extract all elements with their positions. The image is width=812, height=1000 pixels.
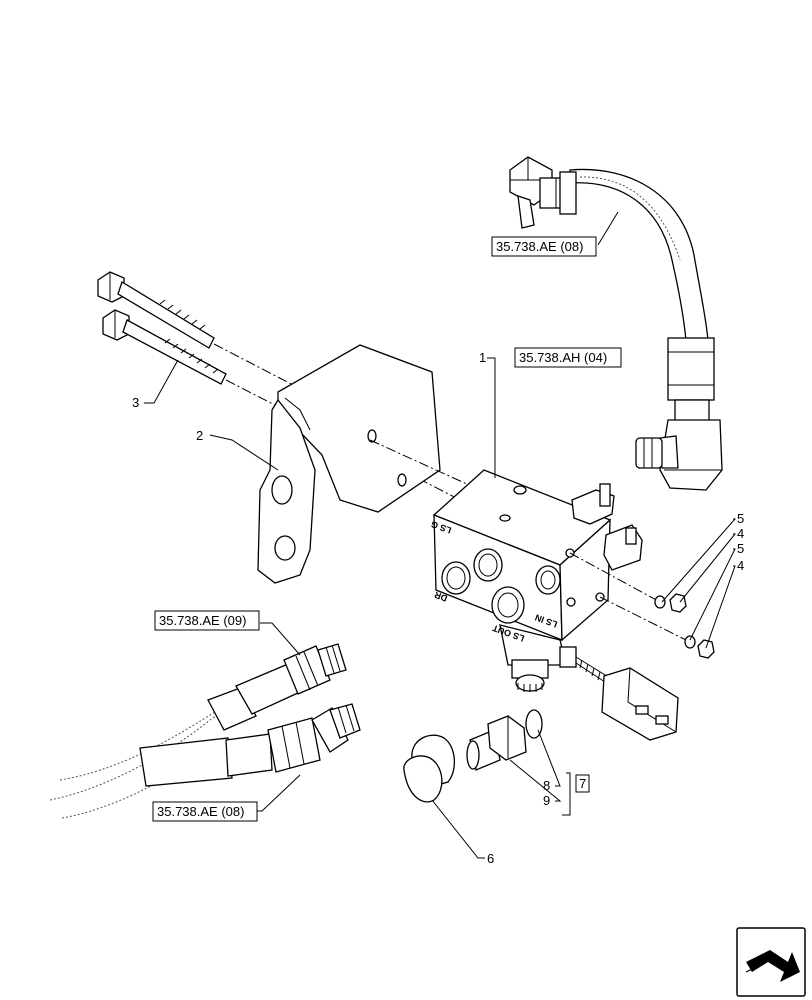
- ref-ae08-bottom-text: 35.738.AE (08): [157, 804, 244, 819]
- ref-kit-7-text: 7: [579, 776, 586, 791]
- marking-dr: DR: [433, 590, 449, 604]
- ref-box-ae08-top[interactable]: 35.738.AE (08): [491, 236, 597, 257]
- navigation-arrow-icon[interactable]: [736, 927, 806, 997]
- callout-9: 9: [543, 793, 550, 808]
- ref-ah04-text: 35.738.AH (04): [519, 350, 607, 365]
- ref-box-ae08-bottom[interactable]: 35.738.AE (08): [152, 801, 258, 822]
- callouts: 1 2 3 5 4 5 4 6 8 9: [132, 350, 744, 866]
- ref-ae08-top-text: 35.738.AE (08): [496, 239, 583, 254]
- callout-4b: 4: [737, 558, 744, 573]
- upper-hose-assembly: [509, 156, 723, 491]
- callout-8: 8: [543, 778, 550, 793]
- lower-hoses-assembly: [49, 643, 361, 819]
- fitting-parts-8-9: [466, 709, 543, 771]
- callout-5b: 5: [737, 541, 744, 556]
- callout-2: 2: [196, 428, 203, 443]
- bolts-part-3: [97, 271, 227, 385]
- reference-boxes: 35.738.AE (08) 35.738.AH (04) 35.738.AE …: [152, 236, 622, 822]
- bracket-part-2: [257, 344, 481, 584]
- ref-box-kit-7[interactable]: 7: [575, 774, 590, 793]
- ref-ae09-text: 35.738.AE (09): [159, 613, 246, 628]
- callout-5a: 5: [737, 511, 744, 526]
- callout-1: 1: [479, 350, 486, 365]
- ref-box-ah04[interactable]: 35.738.AH (04): [514, 347, 622, 368]
- callout-6: 6: [487, 851, 494, 866]
- valve-block-part-1: [432, 469, 679, 741]
- callout-3: 3: [132, 395, 139, 410]
- washers-nuts-parts-4-5: [654, 593, 715, 659]
- cap-part-6: [403, 734, 455, 803]
- callout-4a: 4: [737, 526, 744, 541]
- leader-lines: [144, 357, 737, 859]
- ref-box-ae09[interactable]: 35.738.AE (09): [154, 610, 260, 631]
